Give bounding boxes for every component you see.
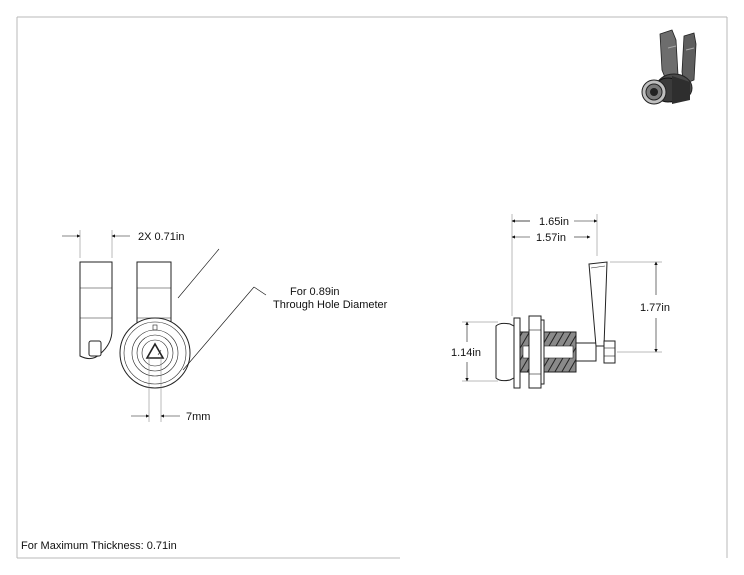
dim-cam-height-label: 1.77in [640,302,670,314]
side-view: 1.65in 1.57in 1.77in 1.14in [451,214,670,389]
mount-nut [528,315,542,389]
through-hole-label-line1: For 0.89in [290,286,340,298]
dim-face-diameter-label: 1.14in [451,347,481,359]
sheet-border [16,16,728,559]
max-thickness-note: For Maximum Thickness: 0.71in [21,540,177,552]
lock-face [119,317,191,389]
front-view: 2X 0.71in For 0.89in Through Hole Diamet… [62,230,388,423]
dim-key-width: 7mm [131,356,210,423]
dim-body-length: 1.57in [511,232,591,244]
dim-face-diameter: 1.14in [451,321,498,382]
dim-key-width-label: 7mm [186,411,210,423]
flange [513,317,521,389]
cam-blade [588,261,608,347]
dim-overall-length-label: 1.65in [539,216,569,228]
dim-overall-length: 1.65in [511,214,598,316]
dim-arm-width-label: 2X 0.71in [138,231,184,243]
dim-through-hole: For 0.89in Through Hole Diameter [177,248,388,371]
through-hole-label-line2: Through Hole Diameter [273,299,388,311]
cam-arm-left [79,261,113,360]
dim-body-length-label: 1.57in [536,232,566,244]
cam-lock-3d-thumbnail-icon [641,29,697,105]
dim-arm-width: 2X 0.71in [62,230,184,258]
dim-cam-height: 1.77in [610,261,670,353]
face-cap [495,322,515,382]
